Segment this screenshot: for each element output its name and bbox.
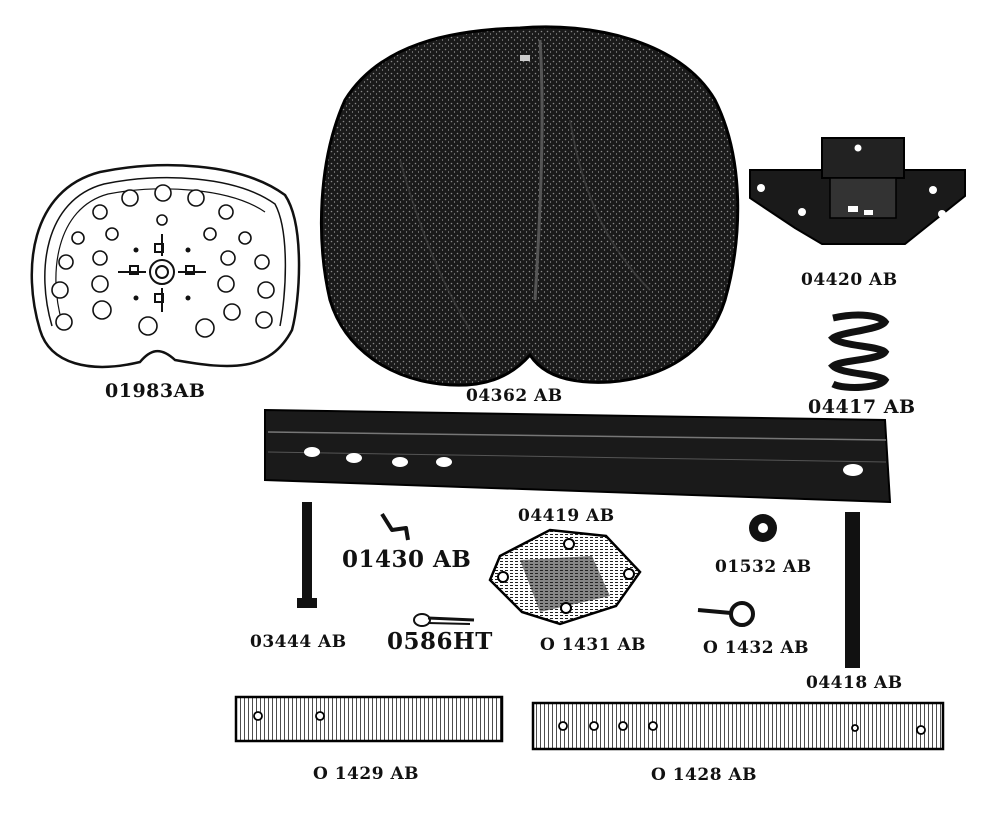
- part-label-04419ab: 04419 AB: [518, 506, 615, 526]
- hook-clip-icon: [380, 512, 410, 541]
- coil-spring-icon: [828, 311, 890, 391]
- rod-icon: [845, 512, 860, 668]
- part-label-04362ab: 04362 AB: [466, 386, 563, 406]
- part-label-0586ht: 0586HT: [387, 628, 493, 655]
- mounting-plate-icon: [488, 528, 642, 626]
- part-label-01429ab: O 1429 AB: [313, 764, 420, 784]
- part-label-01431ab: O 1431 AB: [540, 635, 647, 655]
- part-label-04420ab: 04420 AB: [801, 270, 898, 290]
- part-label-01532ab: 01532 AB: [715, 557, 812, 577]
- washer-icon: [749, 514, 777, 542]
- bolt-icon: [297, 502, 317, 608]
- part-label-03444ab: 03444 AB: [250, 632, 347, 652]
- short-flat-bar-icon: [234, 695, 504, 743]
- perforated-seat-pan-icon: [30, 164, 301, 369]
- part-label-01432ab: O 1432 AB: [703, 638, 810, 658]
- eye-bolt-icon: [697, 601, 755, 627]
- part-label-04418ab: 04418 AB: [806, 673, 903, 693]
- seat-bracket-icon: [749, 137, 966, 245]
- long-flat-bar-icon: [531, 701, 945, 751]
- channel-bar-icon: [264, 408, 892, 504]
- part-label-01428ab: O 1428 AB: [651, 765, 758, 785]
- padded-seat-cushion-icon: [319, 25, 740, 387]
- cotter-pin-icon: [413, 613, 475, 627]
- part-label-01983ab: 01983AB: [105, 380, 206, 402]
- part-label-01430ab: 01430 AB: [342, 546, 472, 573]
- part-label-04417ab: 04417 AB: [808, 396, 916, 418]
